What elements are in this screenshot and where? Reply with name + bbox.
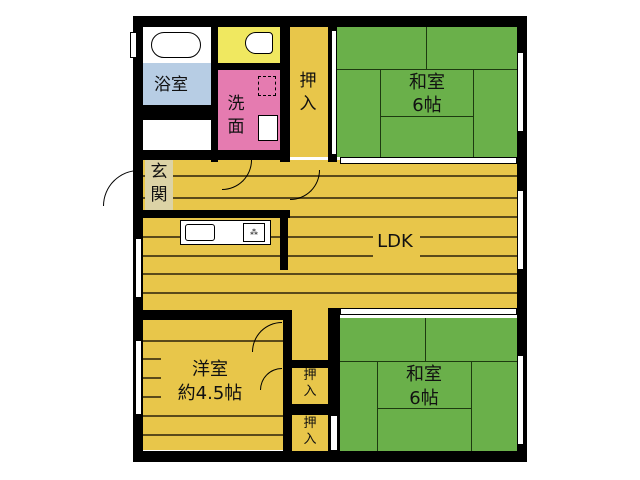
washitsu-bottom [340, 318, 517, 451]
entrance-label-1: 玄 [150, 162, 168, 182]
corridor-floor [290, 300, 330, 360]
storage-white [143, 120, 211, 150]
wall-top [133, 16, 527, 27]
window [135, 238, 142, 298]
closet-mid [292, 368, 328, 404]
closet-bottom-label-1: 押 [303, 416, 317, 431]
closet-top-label-1: 押 [299, 71, 317, 91]
yoshitsu-label-1: 洋室 [192, 359, 228, 380]
washitsu-bottom-label-2: 6帖 [409, 388, 439, 409]
washing-machine-icon [258, 76, 276, 96]
entrance [145, 160, 173, 212]
closet-mid-label-2: 入 [303, 384, 317, 399]
window [517, 355, 524, 445]
washitsu-top-label-1: 和室 [409, 72, 445, 93]
closet-bottom-label-2: 入 [303, 432, 317, 447]
window [517, 52, 524, 132]
closet-top [290, 27, 328, 157]
bath-room [143, 63, 211, 105]
wall-bottom [133, 451, 527, 462]
washroom-label-2: 面 [227, 117, 245, 137]
bathtub-icon [151, 32, 201, 58]
sliding-door[interactable] [340, 308, 517, 315]
washroom-label-1: 洗 [227, 94, 245, 114]
sliding-door[interactable] [331, 30, 337, 155]
window [135, 340, 142, 415]
washitsu-bottom-label-1: 和室 [406, 364, 442, 385]
ldk-label: LDK [377, 231, 413, 252]
sliding-door[interactable] [330, 415, 338, 451]
closet-mid-label-1: 押 [303, 368, 317, 383]
entrance-label-2: 関 [150, 185, 168, 205]
toilet-icon [245, 32, 273, 54]
kitchen-sink-icon [185, 224, 215, 241]
sliding-door[interactable] [340, 157, 517, 164]
washitsu-top [337, 27, 517, 157]
window [517, 190, 524, 270]
sink-icon [258, 115, 278, 141]
bath-label: 浴室 [154, 75, 188, 95]
closet-top-label-2: 入 [299, 94, 317, 114]
closet-bottom [292, 415, 328, 451]
stove-icon: ⁂ [243, 223, 265, 242]
yoshitsu-label-2: 約4.5帖 [177, 383, 243, 404]
window [130, 32, 137, 58]
washitsu-top-label-2: 6帖 [412, 95, 442, 116]
